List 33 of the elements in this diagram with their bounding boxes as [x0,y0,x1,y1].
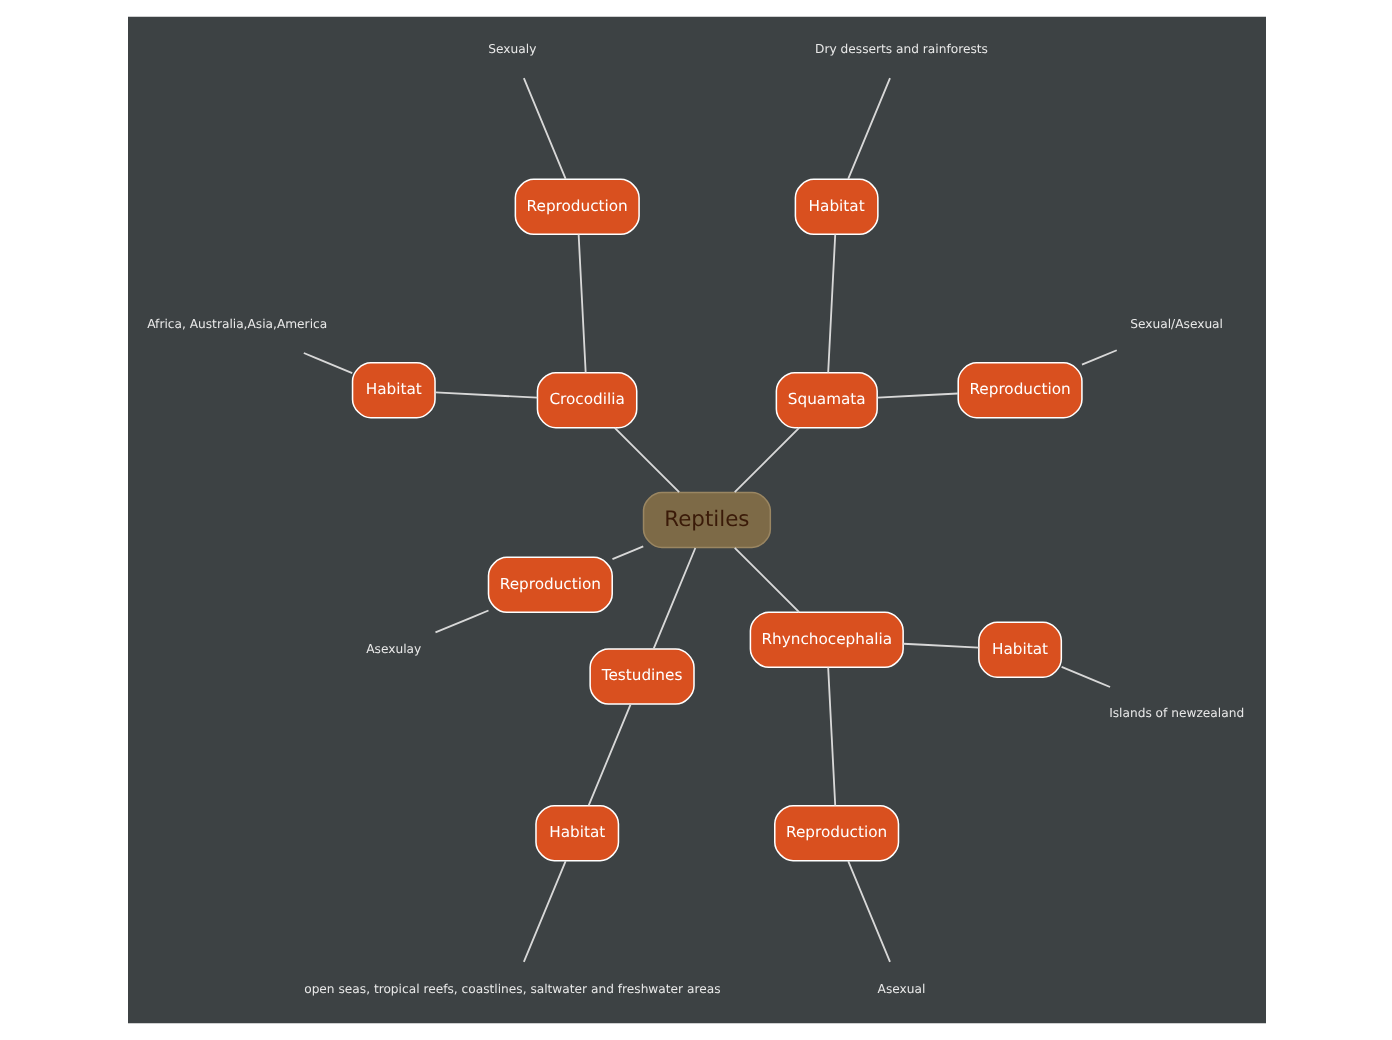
connector [521,77,566,180]
connector [586,703,631,807]
node-box: Squamata [774,371,877,429]
node-box: Reproduction [773,804,899,862]
node-box: Reproduction [956,362,1082,419]
node-box: Rhynchocephalia [748,611,903,669]
node-box: Habitat [534,804,619,862]
connector [521,860,566,963]
connector [301,352,353,374]
node-box: Testudines [588,648,694,705]
connector [901,642,979,649]
node-box: Reproduction [513,178,639,236]
node-box: Habitat [793,178,878,236]
connector [732,426,800,494]
connector [612,426,680,494]
connector [433,609,489,634]
node-box: Reproduction [486,556,612,614]
connector [826,666,836,807]
connector [651,547,696,650]
node-box: Crocodilia [535,371,637,429]
connector [846,77,890,180]
connector [1059,666,1110,688]
connector [846,860,890,963]
connector [875,392,958,399]
connector [826,233,836,374]
connector [732,546,800,614]
node-box: Habitat [977,621,1062,678]
connector [433,391,538,399]
node-box: Reptiles [641,491,771,549]
connector [610,545,644,561]
node-box: Habitat [350,362,435,419]
connector [1080,349,1117,366]
connector [576,233,586,374]
